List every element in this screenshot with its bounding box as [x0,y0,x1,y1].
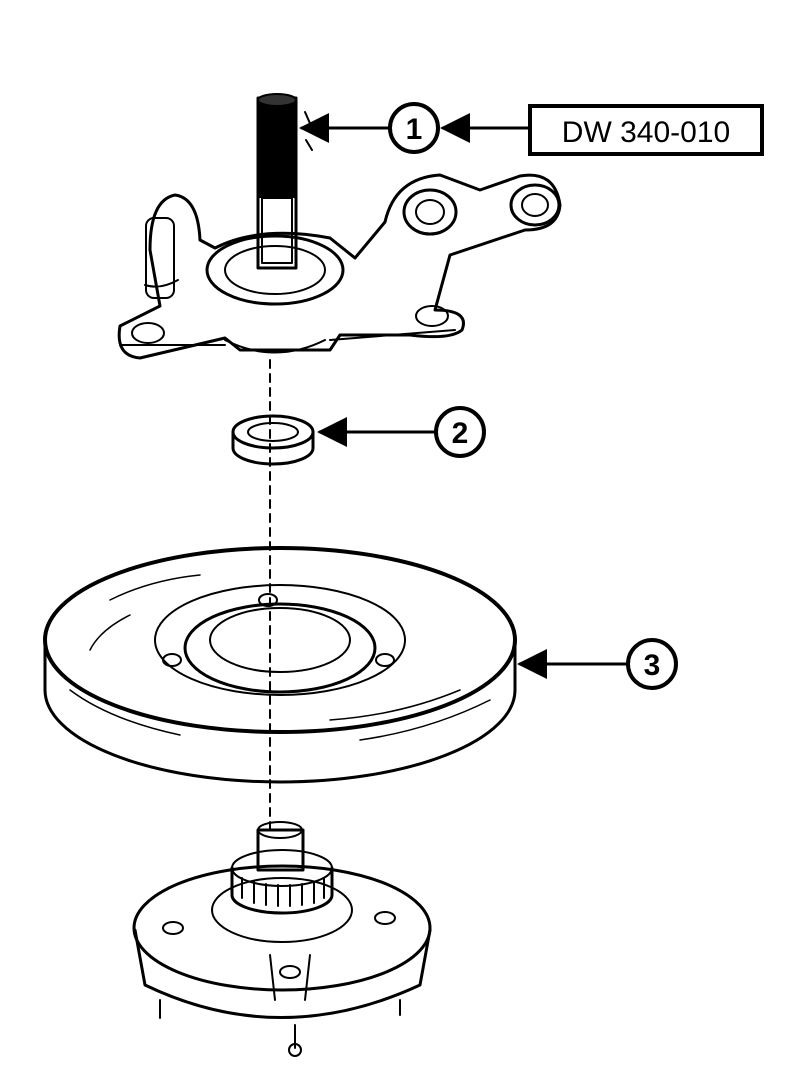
callout-2: 2 [434,406,486,458]
bearing-ring [231,414,315,466]
callout-3-number: 3 [644,649,661,682]
tool-label-box: DW 340-010 [528,104,764,156]
wheel-hub [132,821,432,1057]
shaft-tool [256,93,313,270]
brake-disc [43,546,517,784]
callout-2-number: 2 [452,417,469,450]
callout-1-number: 1 [406,113,423,146]
steering-knuckle [117,173,562,360]
tool-label: DW 340-010 [562,116,730,149]
callout-3: 3 [626,638,678,690]
callout-1: 1 [388,102,440,154]
